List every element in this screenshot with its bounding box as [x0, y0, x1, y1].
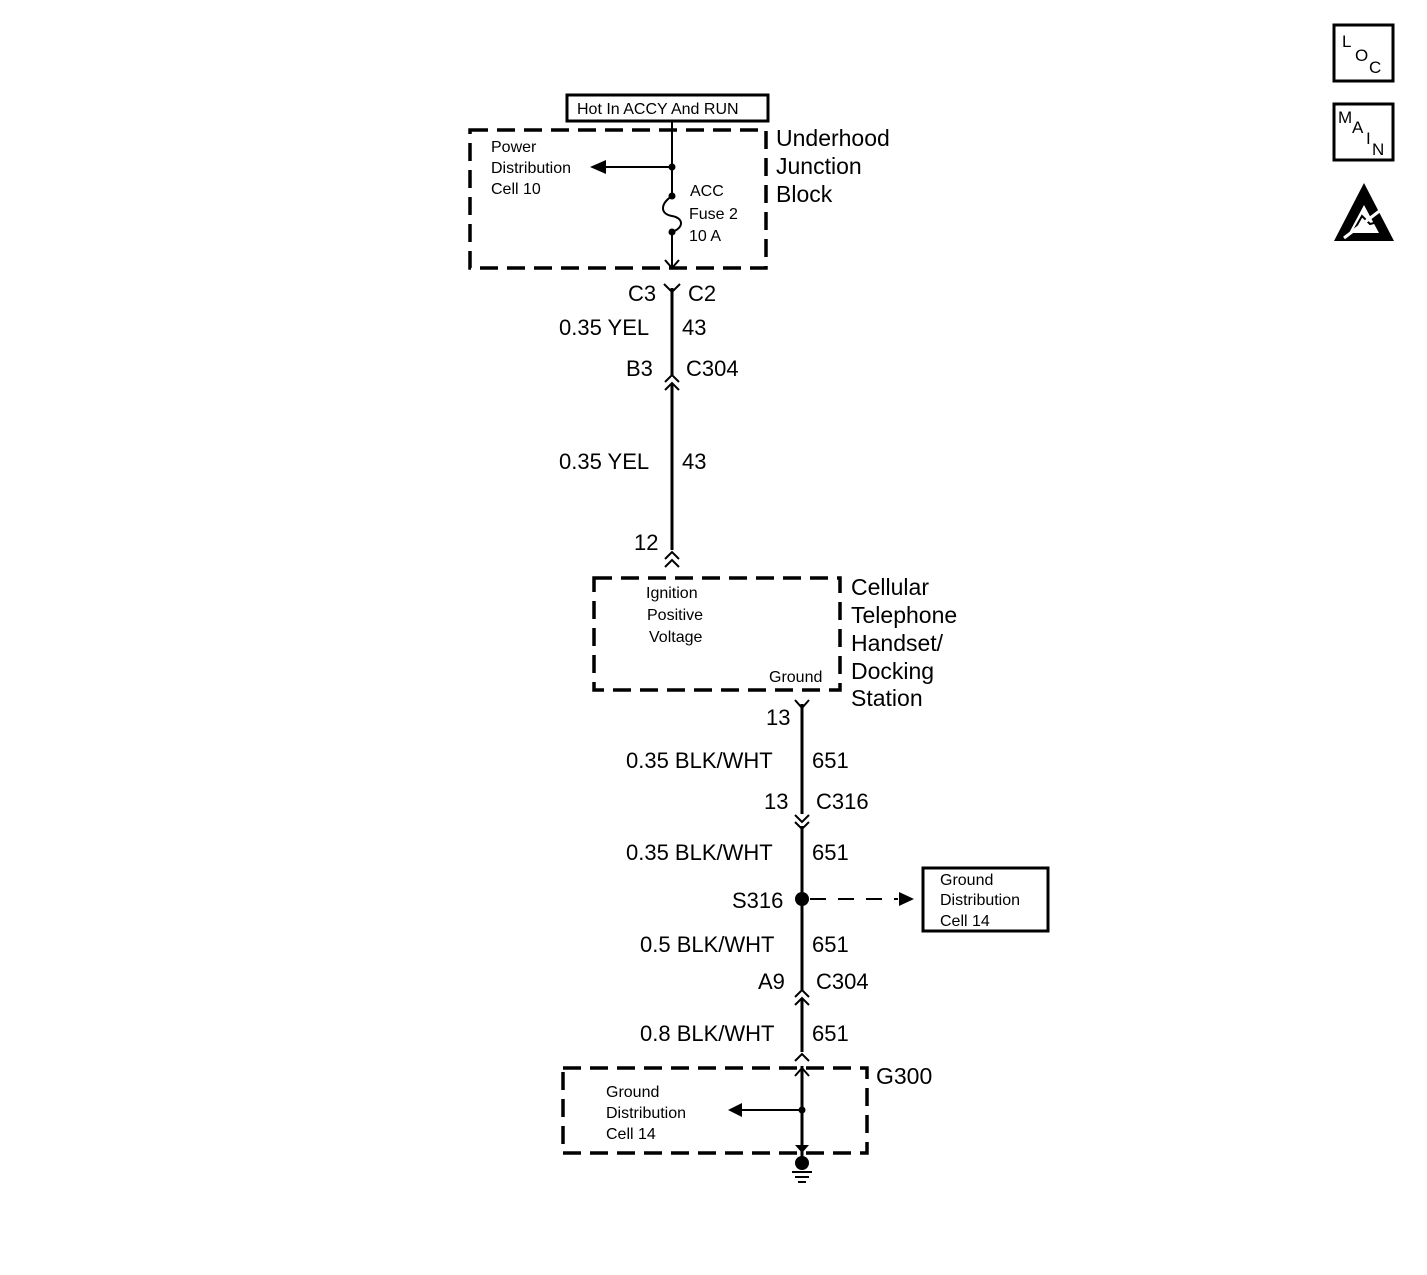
loc-icon[interactable]: L O C	[1332, 23, 1395, 83]
svg-text:Telephone: Telephone	[851, 602, 957, 628]
svg-text:Hot In ACCY And RUN: Hot In ACCY And RUN	[577, 101, 739, 118]
main-icon[interactable]: M A I N	[1332, 102, 1395, 162]
svg-text:Block: Block	[776, 181, 833, 207]
wire-gauge-color: 0.35 BLK/WHT	[626, 748, 773, 773]
connector-c316-label: C316	[816, 789, 869, 814]
wire-gauge-color: 0.5 BLK/WHT	[640, 932, 774, 957]
wire-gauge-color: 0.35 YEL	[559, 315, 649, 340]
svg-text:Ground: Ground	[940, 872, 993, 889]
wire-circuit: 651	[812, 932, 849, 957]
pin-b3: B3	[626, 356, 653, 381]
ground-distribution-ref: Ground Distribution Cell 14	[606, 1084, 686, 1143]
pin-12: 12	[634, 530, 658, 555]
svg-text:ACC: ACC	[690, 183, 724, 200]
wire-circuit: 651	[812, 1021, 849, 1046]
wire-circuit: 43	[682, 449, 706, 474]
svg-text:A: A	[1352, 118, 1364, 137]
svg-text:Junction: Junction	[776, 153, 862, 179]
svg-text:Cellular: Cellular	[851, 574, 929, 600]
ujb-title: Underhood Junction Block	[776, 125, 890, 207]
wire-circuit: 43	[682, 315, 706, 340]
pin-13-c316: 13	[764, 789, 788, 814]
ground-distribution-ref-box[interactable]: Ground Distribution Cell 14	[921, 866, 1050, 933]
svg-text:Distribution: Distribution	[491, 160, 571, 177]
svg-text:Ground: Ground	[606, 1084, 659, 1101]
svg-text:Docking: Docking	[851, 658, 934, 684]
wire-gauge-color: 0.35 BLK/WHT	[626, 840, 773, 865]
wire-gauge-color: 0.8 BLK/WHT	[640, 1021, 774, 1046]
svg-text:O: O	[1355, 46, 1368, 65]
ground-g300-box	[561, 1066, 869, 1155]
wire-circuit: 651	[812, 748, 849, 773]
svg-text:Distribution: Distribution	[606, 1105, 686, 1122]
svg-text:Voltage: Voltage	[649, 629, 702, 646]
splice-label: S316	[732, 888, 783, 913]
connector-c304-b3	[664, 373, 680, 391]
fuse-symbol	[662, 192, 682, 236]
svg-text:N: N	[1372, 140, 1384, 159]
fuse-label: ACC Fuse 2 10 A	[689, 183, 738, 245]
svg-text:Distribution: Distribution	[940, 892, 1020, 909]
svg-text:Positive: Positive	[647, 607, 703, 624]
cellular-telephone-module	[592, 576, 842, 692]
svg-text:Cell 14: Cell 14	[940, 913, 990, 930]
connector-c304-label: C304	[686, 356, 739, 381]
svg-text:10 A: 10 A	[689, 228, 721, 245]
ground-label-g300: G300	[876, 1063, 932, 1089]
svg-text:I: I	[1366, 129, 1371, 148]
pin-13: 13	[766, 705, 790, 730]
svg-text:Handset/: Handset/	[851, 630, 944, 656]
svg-text:Fuse 2: Fuse 2	[689, 206, 738, 223]
svg-text:L: L	[1342, 32, 1351, 51]
svg-text:M: M	[1338, 108, 1352, 127]
connector-pin-12	[664, 550, 680, 568]
splice-s316	[795, 892, 809, 906]
phone-title: Cellular Telephone Handset/ Docking Stat…	[851, 574, 957, 711]
svg-text:Cell 14: Cell 14	[606, 1126, 656, 1143]
pin-c3: C3	[628, 281, 656, 306]
underhood-junction-block	[468, 128, 768, 270]
power-source-label: Hot In ACCY And RUN	[565, 93, 770, 123]
wire-gauge-color: 0.35 YEL	[559, 449, 649, 474]
ground-symbol	[792, 1156, 812, 1183]
svg-text:Power: Power	[491, 139, 537, 156]
connector-c304-label: C304	[816, 969, 869, 994]
esd-warning-icon[interactable]	[1334, 183, 1394, 241]
ground-terminal-label: Ground	[769, 669, 822, 686]
connector-c2-label: C2	[688, 281, 716, 306]
ignition-input-label: Ignition Positive Voltage	[646, 585, 703, 646]
svg-text:Station: Station	[851, 685, 923, 711]
pin-a9: A9	[758, 969, 785, 994]
svg-text:Cell 10: Cell 10	[491, 181, 541, 198]
wire-circuit: 651	[812, 840, 849, 865]
ground-distribution-arrow	[899, 892, 914, 906]
svg-text:Ignition: Ignition	[646, 585, 698, 602]
svg-text:Underhood: Underhood	[776, 125, 890, 151]
svg-text:C: C	[1369, 58, 1381, 77]
power-distribution-ref: Power Distribution Cell 10	[491, 139, 571, 198]
power-distribution-arrow	[590, 160, 606, 174]
